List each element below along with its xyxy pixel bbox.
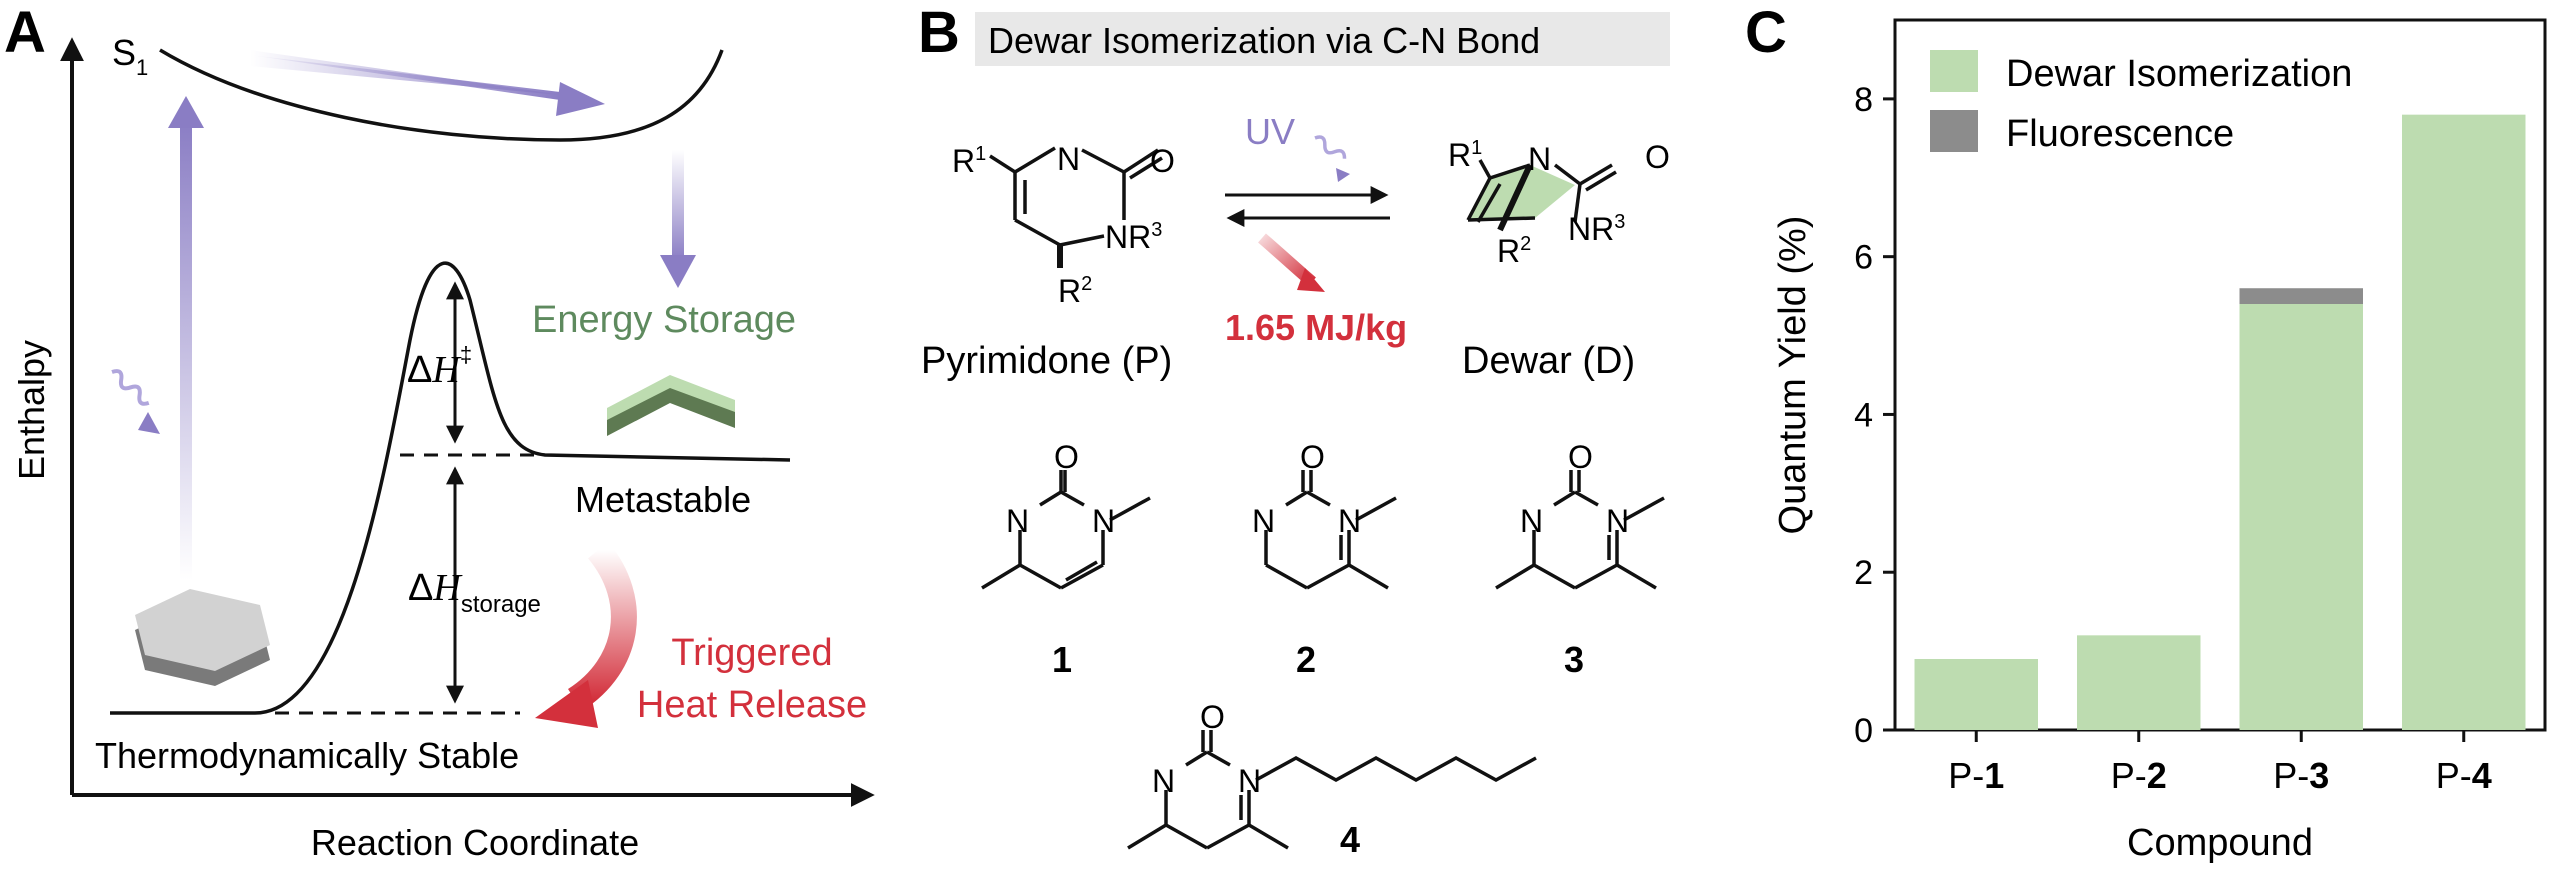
barrier-label: ΔH‡ <box>407 342 472 391</box>
dewar-n: N <box>1528 141 1551 177</box>
compound-2-label: 2 <box>1296 639 1316 680</box>
panel-a: A Enthalpy Reaction Coordinate S1 ΔH‡ ΔH… <box>4 0 875 863</box>
release-line-1: Triggered <box>671 632 832 674</box>
bar-dewar <box>1914 659 2038 730</box>
y-tick-label: 0 <box>1854 712 1873 750</box>
c2-n1: N <box>1338 503 1361 539</box>
y-axis-label-a: Enthalpy <box>11 340 52 480</box>
legend-label: Fluorescence <box>2006 113 2234 155</box>
y-tick-label: 6 <box>1854 239 1873 277</box>
compound-4-label: 4 <box>1340 819 1360 860</box>
compound-4-structure <box>1127 730 1537 850</box>
photon-wave-icon <box>111 369 150 406</box>
hexagon-molecule-icon <box>135 589 270 686</box>
y-axis-label-c: Quantum Yield (%) <box>1772 216 1814 535</box>
c2-o: O <box>1300 439 1325 475</box>
c2-n3: N <box>1252 503 1275 539</box>
pyrimidone-structure <box>989 146 1163 268</box>
c1-o: O <box>1054 439 1079 475</box>
energy-density: 1.65 MJ/kg <box>1225 307 1407 348</box>
plot-frame <box>1893 18 2547 732</box>
uv-wave-icon <box>1314 135 1347 159</box>
legend-swatch <box>1930 50 1978 92</box>
relax-arrow-body <box>250 50 570 96</box>
x-axis-label-a: Reaction Coordinate <box>311 822 639 863</box>
c1-n1: N <box>1092 503 1115 539</box>
bar-dewar <box>2077 635 2201 730</box>
dewar-r2: R2 <box>1497 233 1531 269</box>
dewar-r1: R1 <box>1448 137 1482 173</box>
c4-n1: N <box>1238 763 1261 799</box>
storage-label: ΔHstorage <box>408 567 541 618</box>
uv-label: UV <box>1245 111 1295 152</box>
bar-dewar <box>2239 304 2363 730</box>
bar-fluorescence <box>2239 288 2363 304</box>
x-tick-label: P-3 <box>2273 755 2329 796</box>
panel-b-letter: B <box>918 0 960 65</box>
reaction-curve <box>110 261 791 715</box>
panel-b-title-box <box>975 12 1670 66</box>
dewar-nr3: NR3 <box>1568 211 1625 247</box>
c3-n3: N <box>1520 503 1543 539</box>
decay-arrow-shaft <box>672 150 684 260</box>
compound-1-label: 1 <box>1052 639 1072 680</box>
excitation-arrow-shaft <box>180 120 192 580</box>
bar-dewar <box>2402 114 2526 730</box>
compound-2-structure <box>1264 470 1397 590</box>
compound-1-structure <box>981 470 1151 590</box>
y-tick-label: 8 <box>1854 81 1873 119</box>
pyr-nr3: NR3 <box>1105 219 1162 255</box>
y-tick-label: 4 <box>1854 396 1873 434</box>
heat-release-arrow-shaft <box>567 541 637 711</box>
dewar-structure <box>1466 159 1617 232</box>
red-curved-arrow-head <box>1297 268 1325 292</box>
decay-arrow-head <box>660 255 696 288</box>
chevron-molecule-icon <box>607 375 735 436</box>
uv-arrow-icon <box>1336 168 1350 182</box>
legend-label: Dewar Isomerization <box>2006 53 2352 95</box>
stable-label: Thermodynamically Stable <box>95 735 519 776</box>
energy-storage-label: Energy Storage <box>532 299 796 341</box>
pyr-r1: R1 <box>952 143 986 179</box>
dewar-o: O <box>1645 139 1670 175</box>
panel-b-title: Dewar Isomerization via C-N Bond <box>988 20 1540 61</box>
x-axis-label-c: Compound <box>2127 822 2313 864</box>
c1-n3: N <box>1006 503 1029 539</box>
panel-b: B Dewar Isomerization via C-N Bond R1 N … <box>918 0 1670 860</box>
c4-o: O <box>1200 699 1225 735</box>
c3-o: O <box>1568 439 1593 475</box>
release-line-2: Heat Release <box>637 684 867 726</box>
compound-3-label: 3 <box>1564 639 1584 680</box>
c3-n1: N <box>1606 503 1629 539</box>
metastable-label: Metastable <box>575 479 751 520</box>
pyr-o: O <box>1150 143 1175 179</box>
c4-n3: N <box>1152 763 1175 799</box>
legend-swatch <box>1930 110 1978 152</box>
y-tick-label: 2 <box>1854 554 1873 592</box>
x-tick-label: P-4 <box>2436 755 2492 796</box>
excitation-arrow-head <box>168 96 204 128</box>
x-tick-label: P-1 <box>1948 755 2004 796</box>
panel-c-letter: C <box>1745 0 1787 65</box>
s1-label: S1 <box>112 32 148 80</box>
compound-3-structure <box>1495 470 1665 590</box>
x-tick-label: P-2 <box>2111 755 2167 796</box>
relax-arrow-head <box>556 82 605 116</box>
panel-a-letter: A <box>4 0 46 65</box>
photon-arrow-icon <box>138 412 160 434</box>
pyrimidone-label: Pyrimidone (P) <box>921 340 1172 382</box>
dewar-label: Dewar (D) <box>1462 340 1635 382</box>
pyr-n1: N <box>1057 141 1080 177</box>
s1-curve <box>159 48 724 142</box>
heat-release-arrow-head <box>535 680 598 728</box>
pyr-r2: R2 <box>1058 273 1092 309</box>
